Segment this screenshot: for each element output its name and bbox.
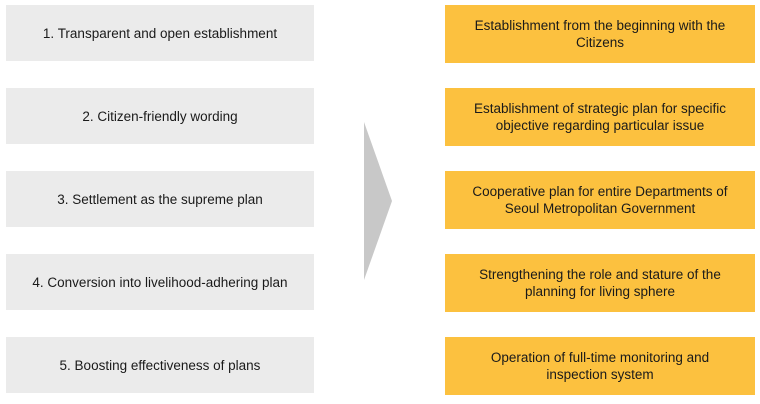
strategy-label: Strengthening the role and stature of th… [479, 267, 721, 299]
strategy-box-4: Strengthening the role and stature of th… [445, 254, 755, 312]
principle-box-3: 3. Settlement as the supreme plan [6, 171, 314, 227]
principle-label: 3. Settlement as the supreme plan [57, 191, 263, 207]
principle-box-5: 5. Boosting effectiveness of plans [6, 337, 314, 393]
principle-box-1: 1. Transparent and open establishment [6, 5, 314, 61]
strategy-label: Establishment of strategic plan for spec… [473, 101, 727, 133]
principle-label: 5. Boosting effectiveness of plans [59, 357, 261, 373]
strategy-label: Establishment from the beginning with th… [474, 18, 726, 50]
strategy-box-1: Establishment from the beginning with th… [445, 5, 755, 63]
principle-label: 4. Conversion into livelihood-adhering p… [32, 274, 288, 290]
strategy-label: Cooperative plan for entire Departments … [472, 184, 728, 216]
strategy-box-2: Establishment of strategic plan for spec… [445, 88, 755, 146]
chevron-right-icon [364, 122, 392, 280]
principle-box-4: 4. Conversion into livelihood-adhering p… [6, 254, 314, 310]
arrow-shape [364, 122, 392, 280]
principle-box-2: 2. Citizen-friendly wording [6, 88, 314, 144]
principle-label: 1. Transparent and open establishment [42, 25, 278, 41]
principle-label: 2. Citizen-friendly wording [82, 108, 238, 124]
strategy-box-3: Cooperative plan for entire Departments … [445, 171, 755, 229]
strategy-box-5: Operation of full-time monitoring and in… [445, 337, 755, 395]
strategy-label: Operation of full-time monitoring and in… [490, 350, 710, 382]
